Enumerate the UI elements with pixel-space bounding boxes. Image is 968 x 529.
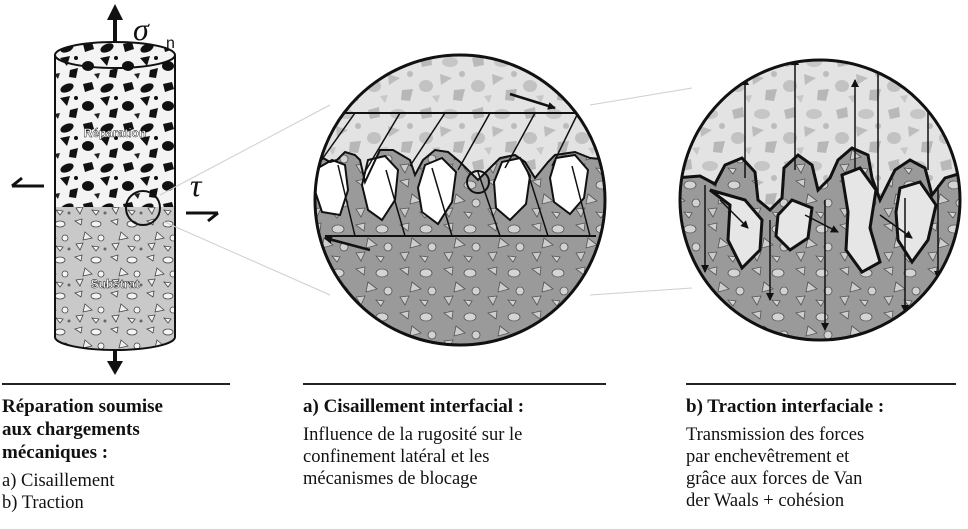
sigma-subscript: n (166, 35, 175, 52)
caption-left: Réparation soumise aux chargements mécan… (2, 383, 230, 514)
tau-symbol: τ (190, 167, 203, 203)
caption-middle: a) Cisaillement interfacial : Influence … (303, 383, 606, 490)
caption-right-rule (686, 383, 956, 385)
caption-middle-title: a) Cisaillement interfacial : (303, 395, 606, 418)
caption-left-item-shear: a) Cisaillement (2, 470, 230, 492)
sigma-symbol: σ (133, 11, 150, 47)
caption-middle-body: Influence de la rugosité sur le confinem… (303, 424, 606, 490)
caption-left-title-line-1: Réparation soumise (2, 395, 230, 418)
caption-middle-rule (303, 383, 606, 385)
interface-mechanics-diagram: Réparation Substrat σ n τ (0, 0, 968, 375)
caption-right-line-2: par enchevêtrement et (686, 446, 956, 468)
repair-label: Réparation (84, 126, 147, 140)
caption-middle-line-1: Influence de la rugosité sur le (303, 424, 606, 446)
caption-right-line-3: grâce aux forces de Van (686, 468, 956, 490)
caption-left-rule (2, 383, 230, 385)
caption-right-line-1: Transmission des forces (686, 424, 956, 446)
caption-left-items: a) Cisaillement b) Traction (2, 470, 230, 514)
caption-left-title: Réparation soumise aux chargements mécan… (2, 395, 230, 464)
caption-right-title: b) Traction interfaciale : (686, 395, 956, 418)
caption-right-body: Transmission des forces par enchevêtreme… (686, 424, 956, 512)
caption-left-item-traction: b) Traction (2, 492, 230, 514)
caption-left-title-line-2: aux chargements (2, 418, 230, 441)
substrate-label: Substrat (91, 277, 140, 291)
tensile-interface-circle (675, 55, 965, 345)
cylinder-top-face (55, 42, 175, 68)
shear-interface-circle (310, 50, 610, 350)
caption-middle-line-2: confinement latéral et les (303, 446, 606, 468)
caption-left-title-line-3: mécaniques : (2, 441, 230, 464)
caption-right: b) Traction interfaciale : Transmission … (686, 383, 956, 512)
caption-right-line-4: der Waals + cohésion (686, 490, 956, 512)
cylinder-specimen (55, 42, 175, 350)
caption-middle-line-3: mécanismes de blocage (303, 468, 606, 490)
